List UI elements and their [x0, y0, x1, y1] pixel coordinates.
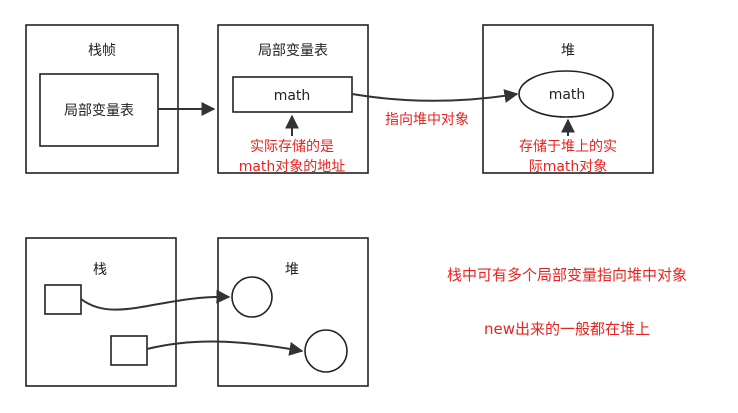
arrow-var1-to-object1 [80, 289, 231, 311]
note-multiple-locals: 栈中可有多个局部变量指向堆中对象 [447, 266, 687, 284]
arrow-slot-to-heap-object [351, 89, 519, 103]
heap-title-bottom: 堆 [285, 262, 299, 278]
edge-label-points-to-heap: 指向堆中对象 [385, 112, 469, 128]
stack-frame-local-var-table-label: 局部变量表 [64, 103, 134, 119]
stack-variable-box-1 [44, 284, 82, 315]
stack-title-bottom: 栈 [93, 262, 107, 278]
local-var-table-title: 局部变量表 [258, 43, 328, 59]
math-object-label: math [549, 87, 586, 103]
slot-note-line-1: 实际存储的是 [250, 139, 334, 155]
heap-object-circle-2 [304, 329, 348, 373]
arrow-var2-to-object2 [146, 340, 304, 356]
heap-title-top: 堆 [561, 43, 575, 59]
math-object-ellipse [518, 70, 614, 118]
heap-note-line-2: 际math对象 [529, 159, 608, 175]
stack-frame-local-var-table-box [39, 73, 159, 147]
slot-note-line-2: math对象的地址 [239, 159, 346, 175]
heap-object-circle-1 [231, 276, 273, 318]
heap-note-line-1: 存储于堆上的实 [519, 139, 617, 155]
stack-variable-box-2 [110, 335, 148, 366]
note-new-on-heap: new出来的一般都在堆上 [484, 320, 650, 338]
stack-frame-title: 栈帧 [88, 43, 116, 59]
math-slot-label: math [274, 88, 311, 104]
